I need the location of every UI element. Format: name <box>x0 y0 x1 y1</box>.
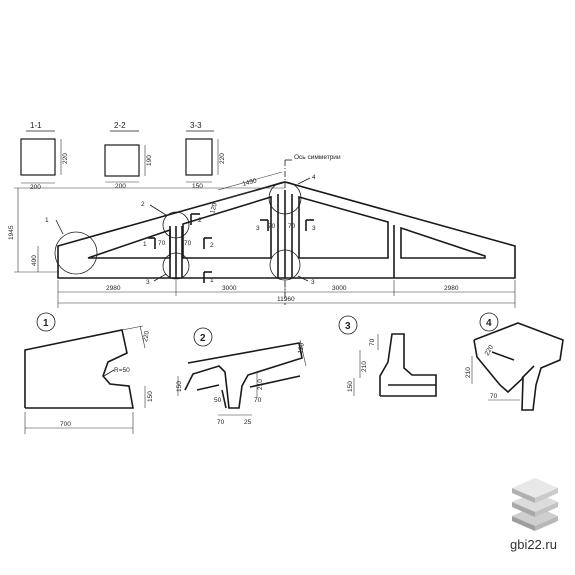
top-offset-dim: 120 <box>209 202 219 215</box>
small-dim: 70 <box>158 240 166 247</box>
callout-number: 1 <box>45 217 49 224</box>
opening-right-mid <box>298 195 389 259</box>
detail-dim: 700 <box>60 421 71 428</box>
detail-1: 1 220 R=50 150 700 <box>24 312 154 434</box>
section-rect <box>104 144 140 177</box>
detail-circle-1 <box>54 231 98 275</box>
site-name: gbi22.ru <box>510 537 557 552</box>
site-logo <box>512 478 558 531</box>
detail-dim: 150 <box>176 381 183 392</box>
detail-dim: 150 <box>347 381 354 392</box>
section-rect <box>20 138 56 176</box>
detail-circle-2 <box>162 211 190 239</box>
detail-dim: 50 <box>214 397 222 404</box>
detail-dim: 70 <box>254 397 262 404</box>
section-rect <box>185 138 213 176</box>
symmetry-axis-label: Ось симметрии <box>294 154 341 161</box>
detail-4-outline <box>473 322 564 411</box>
section-mark: 3 <box>312 225 316 232</box>
section-label: 1-1 <box>30 121 42 130</box>
section-height: 220 <box>62 153 69 164</box>
callout-number: 3 <box>146 279 150 286</box>
section-mark: 2 <box>210 242 214 249</box>
small-dim: 70 <box>288 223 296 230</box>
section-mark: 3 <box>256 225 260 232</box>
section-width: 150 <box>192 183 203 190</box>
section-label: 2-2 <box>114 121 126 130</box>
detail-label: 1 <box>43 318 49 329</box>
height-support-dim: 400 <box>31 255 38 266</box>
total-span-dim: 11960 <box>277 296 295 303</box>
truss-elevation: 1 2 3 4 3 2 2 3 3 1 1 70 70 70 70 Ось си… <box>8 154 516 308</box>
truss-outline <box>57 181 516 279</box>
section-2-2: 2-2 200 190 <box>104 121 153 190</box>
detail-2-outline <box>184 342 303 409</box>
detail-dim: 220 <box>484 344 496 357</box>
small-dim: 70 <box>268 223 276 230</box>
detail-3-outline <box>379 333 437 397</box>
opening-left-mid <box>182 195 272 259</box>
section-mark: 2 <box>198 217 202 224</box>
detail-4: 4 210 220 70 <box>465 312 564 411</box>
detail-dim: 220 <box>142 330 151 342</box>
height-total-dim: 1945 <box>8 225 15 240</box>
callout-number: 2 <box>141 201 145 208</box>
callout-number: 3 <box>311 279 315 286</box>
section-3-3: 3-3 150 220 <box>185 121 226 190</box>
detail-dim: 25 <box>244 419 252 426</box>
detail-circle-3a <box>162 252 190 280</box>
detail-dim: 70 <box>217 419 225 426</box>
detail-dim: R=50 <box>114 367 130 374</box>
section-height: 220 <box>219 153 226 164</box>
detail-label: 2 <box>200 333 206 344</box>
detail-2: 2 120 150 210 50 70 70 25 <box>176 327 307 426</box>
detail-dim: 210 <box>465 367 472 378</box>
section-width: 200 <box>115 183 126 190</box>
span-dim: 3000 <box>332 285 347 292</box>
section-label: 3-3 <box>190 121 202 130</box>
detail-1-outline <box>24 329 134 409</box>
section-mark: 1 <box>210 277 214 284</box>
span-dim: 2980 <box>444 285 459 292</box>
section-height: 190 <box>146 155 153 166</box>
span-dim: 2980 <box>106 285 121 292</box>
detail-dim: 210 <box>257 379 264 390</box>
detail-label: 4 <box>486 318 492 329</box>
detail-dim: 70 <box>490 393 498 400</box>
detail-3: 3 70 210 150 <box>338 315 437 397</box>
section-mark: 1 <box>143 241 147 248</box>
detail-dim: 120 <box>297 342 306 354</box>
detail-label: 3 <box>345 321 351 332</box>
section-1-1: 1-1 200 220 <box>20 121 69 191</box>
callout-number: 4 <box>312 174 316 181</box>
small-dim: 70 <box>184 240 192 247</box>
detail-dim: 210 <box>361 361 368 372</box>
top-panel-dim: 1490 <box>242 177 258 188</box>
opening-right-end <box>400 226 486 259</box>
detail-dim: 150 <box>147 391 154 402</box>
section-width: 200 <box>30 184 41 191</box>
detail-dim: 70 <box>369 338 376 346</box>
span-dim: 3000 <box>222 285 237 292</box>
